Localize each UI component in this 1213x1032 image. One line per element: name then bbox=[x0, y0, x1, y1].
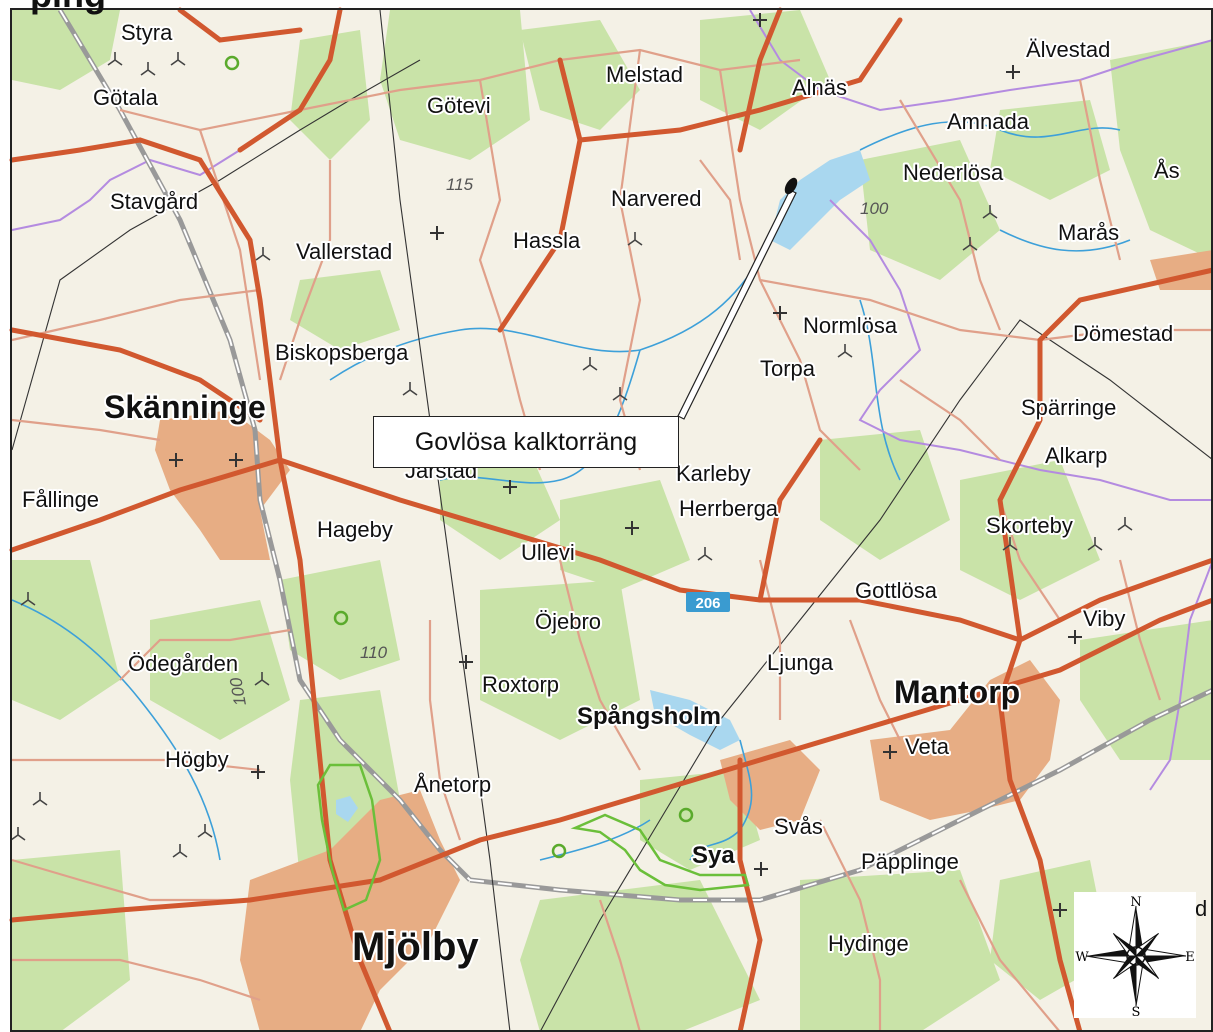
callout-label: Govlösa kalktorräng bbox=[373, 416, 679, 468]
place-hageby: Hageby bbox=[317, 517, 393, 542]
place-gottlosa: Gottlösa bbox=[855, 578, 938, 603]
water-bodies bbox=[336, 150, 870, 822]
place-spangsholm: Spångsholm bbox=[577, 703, 721, 730]
place-herrberga: Herrberga bbox=[679, 496, 779, 521]
place-alkarp: Alkarp bbox=[1045, 443, 1107, 468]
place-skorteby: Skorteby bbox=[986, 513, 1073, 538]
windmill-symbols bbox=[10, 52, 1133, 858]
place-stavgard: Stavgård bbox=[110, 189, 198, 214]
place-sparringe: Spärringe bbox=[1021, 395, 1116, 420]
elevation-label: 100 bbox=[860, 199, 889, 218]
place-normlosa: Normlösa bbox=[803, 313, 898, 338]
place-hassla: Hassla bbox=[513, 228, 581, 253]
place-mantorp: Mantorp bbox=[894, 674, 1020, 710]
elevation-label: 110 bbox=[360, 643, 388, 662]
site-circles bbox=[224, 55, 694, 859]
compass-rose: N S E W bbox=[1074, 892, 1196, 1020]
map-frame bbox=[10, 8, 1213, 1032]
place-fallinge: Fållinge bbox=[22, 487, 99, 512]
compass-e: E bbox=[1185, 950, 1195, 965]
place-nederlosa: Nederlösa bbox=[903, 160, 1004, 185]
place-alnas: Alnäs bbox=[792, 75, 847, 100]
main-roads bbox=[9, 7, 1213, 1032]
place-maras: Marås bbox=[1058, 220, 1119, 245]
compass-s: S bbox=[1132, 1005, 1141, 1020]
place-veta: Veta bbox=[905, 734, 950, 759]
place-karleby: Karleby bbox=[676, 461, 751, 486]
place-vallerstad: Vallerstad bbox=[296, 239, 392, 264]
map-title-fragment: ping bbox=[30, 0, 106, 15]
minor-roads bbox=[11, 48, 1213, 1032]
forest-areas bbox=[12, 10, 1213, 1032]
place-as: Ås bbox=[1154, 158, 1180, 183]
place-alvestad: Älvestad bbox=[1026, 37, 1110, 62]
place-anetorp: Ånetorp bbox=[414, 772, 491, 797]
place-mjolby: Mjölby bbox=[352, 925, 479, 969]
place-hogby: Högby bbox=[165, 747, 229, 772]
church-symbols bbox=[169, 13, 1082, 917]
place-narvered: Narvered bbox=[611, 186, 701, 211]
road-shield-206: 206 bbox=[686, 592, 730, 612]
place-roxtorp: Roxtorp bbox=[482, 672, 559, 697]
place-odegarden: Ödegården bbox=[128, 651, 238, 676]
place-sya: Sya bbox=[692, 842, 735, 869]
place-viby: Viby bbox=[1083, 606, 1125, 631]
compass-w: W bbox=[1075, 950, 1089, 965]
place-ullevi: Ullevi bbox=[521, 540, 575, 565]
road-shield-label: 206 bbox=[695, 595, 720, 612]
admin-borders bbox=[11, 9, 1213, 791]
compass-n: N bbox=[1130, 895, 1141, 910]
callout-pointer bbox=[677, 177, 798, 420]
place-ljunga: Ljunga bbox=[767, 650, 834, 675]
place-ojebro: Öjebro bbox=[535, 609, 601, 634]
place-biskopsberga: Biskopsberga bbox=[275, 340, 409, 365]
nature-reserves bbox=[316, 763, 750, 912]
place-papplinge: Päpplinge bbox=[861, 849, 959, 874]
place-gotevi: Götevi bbox=[427, 93, 491, 118]
place-gotala: Götala bbox=[93, 85, 159, 110]
place-styra: Styra bbox=[121, 20, 173, 45]
elevation-label: 100 bbox=[226, 676, 250, 708]
place-torpa: Torpa bbox=[760, 356, 816, 381]
place-amnada: Amnada bbox=[947, 109, 1030, 134]
place-melstad: Melstad bbox=[606, 62, 683, 87]
place-hydinge: Hydinge bbox=[828, 931, 909, 956]
place-skanninge: Skänninge bbox=[104, 389, 266, 425]
elevation-label: 115 bbox=[446, 175, 474, 194]
place-labels: Styra Götala Stavgård Vallerstad Götevi … bbox=[20, 18, 1207, 971]
place-svas: Svås bbox=[774, 814, 823, 839]
place-edge-fragment: d bbox=[1195, 896, 1207, 921]
place-domestad: Dömestad bbox=[1073, 321, 1173, 346]
